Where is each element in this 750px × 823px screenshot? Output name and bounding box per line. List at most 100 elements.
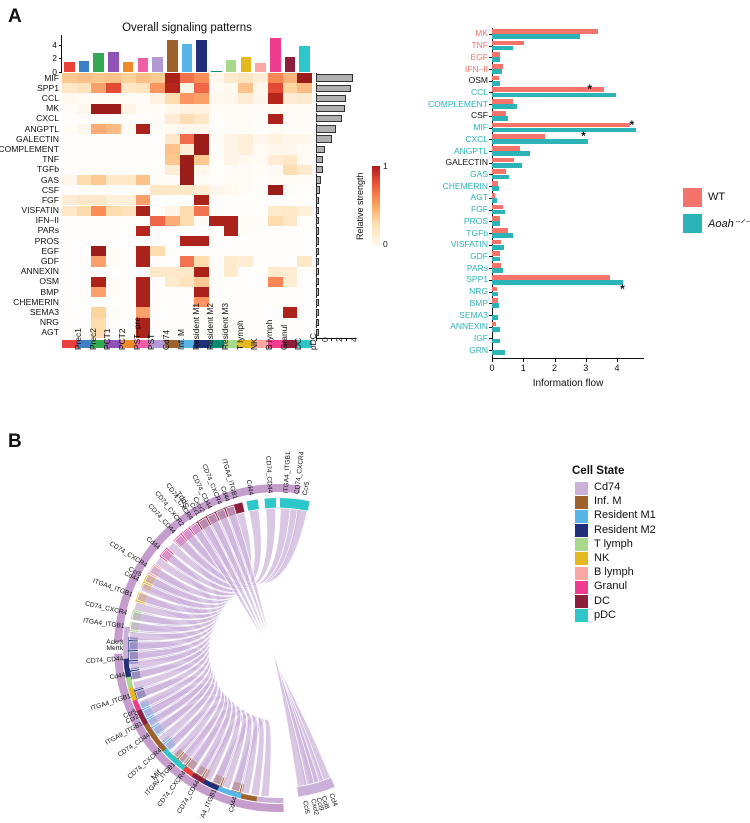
heatmap-row — [62, 83, 313, 94]
heatmap-cell — [297, 246, 313, 257]
column-color-swatch — [91, 340, 107, 348]
information-flow-ytick — [489, 338, 492, 340]
heatmap-cell — [194, 276, 210, 288]
heatmap-cell — [297, 144, 313, 155]
column-color-swatch — [150, 340, 166, 348]
heatmap-cell — [179, 236, 195, 247]
heatmap-cell — [150, 144, 166, 155]
chord-source-stripe — [217, 786, 242, 799]
heatmap-cell — [179, 225, 195, 237]
heatmap-cell — [223, 236, 239, 247]
wt-bar — [492, 28, 599, 34]
chord-source-stripe — [191, 772, 206, 784]
heatmap-cell — [179, 276, 195, 288]
heatmap-cell — [282, 225, 298, 237]
heatmap-cell — [253, 195, 269, 206]
heatmap-cell — [267, 246, 283, 257]
wt-bar — [492, 239, 502, 245]
aoah-ko-bar — [492, 186, 499, 191]
heatmap-cell — [91, 113, 107, 124]
heatmap-cell — [91, 205, 107, 216]
heatmap-cell — [238, 205, 254, 216]
heatmap-cell — [164, 164, 181, 175]
chord-source-stripe — [202, 779, 220, 791]
heatmap-cell — [223, 297, 239, 308]
heatmap-cell — [194, 266, 210, 277]
cell-state-label: Inf. M — [594, 495, 622, 508]
heatmap-cell — [106, 164, 122, 175]
heatmap-cell — [238, 327, 254, 338]
aoah-ko-bar — [492, 116, 508, 121]
information-flow-row — [492, 216, 642, 227]
heatmap-cell — [179, 154, 195, 165]
cell-state-legend-row: Resident M1 — [572, 509, 742, 523]
top-axis-tick — [59, 44, 62, 46]
relative-strength-legend: 1 0 Relative strength — [355, 160, 395, 260]
heatmap-cell — [120, 276, 136, 288]
heatmap-cell — [209, 93, 225, 104]
heatmap-cell — [267, 185, 283, 196]
column-label: Inf. M — [175, 329, 186, 350]
heatmap-cell — [282, 103, 298, 114]
heatmap-cell — [76, 154, 92, 165]
heatmap-cell — [282, 174, 298, 186]
column-label: PCT2 — [116, 328, 127, 350]
wt-bar — [492, 204, 503, 210]
information-flow-row — [492, 157, 642, 169]
heatmap-cell — [223, 103, 239, 114]
heatmap-cell — [253, 215, 269, 226]
heatmap-cell — [76, 103, 92, 114]
column-color-swatch — [238, 340, 254, 348]
heatmap-cell — [194, 164, 210, 175]
relative-strength-bar — [316, 257, 319, 266]
chord-ribbon — [225, 505, 308, 788]
aoah-ko-bar — [492, 280, 624, 285]
heatmap-cell — [179, 195, 195, 206]
heatmap-cell — [223, 83, 239, 94]
heatmap-cell — [209, 246, 225, 257]
heatmap-row — [62, 123, 313, 135]
heatmap-cell — [91, 83, 107, 94]
heatmap-cell — [253, 154, 269, 165]
heatmap-cell — [106, 287, 122, 298]
heatmap-cell — [297, 164, 313, 175]
cell-state-legend-row: NK — [572, 552, 742, 566]
heatmap-cell — [209, 185, 225, 196]
information-flow-row — [492, 52, 642, 63]
flow-legend-swatch — [683, 188, 702, 207]
heatmap-cell — [135, 185, 151, 196]
heatmap-cell — [179, 256, 195, 267]
heatmap-row-label: ANGPTL — [24, 123, 59, 134]
heatmap-cell — [194, 246, 210, 257]
heatmap-row — [62, 195, 313, 206]
heatmap-cell — [297, 103, 313, 114]
right-axis-tick-label: 4 — [349, 337, 360, 342]
heatmap-row — [62, 297, 313, 308]
heatmap-cell — [91, 73, 107, 84]
column-label: Cd74 — [161, 329, 172, 350]
heatmap-cell — [164, 225, 181, 237]
wt-bar — [492, 181, 498, 186]
heatmap-cell — [297, 73, 313, 84]
heatmap-cell — [164, 205, 181, 216]
heatmap-row — [62, 317, 313, 328]
information-flow-ytick — [489, 233, 492, 234]
heatmap-cell — [282, 185, 298, 196]
heatmap-cell — [253, 317, 269, 328]
heatmap-top-barchart — [62, 37, 312, 72]
heatmap-cell — [135, 225, 151, 237]
information-flow-row — [492, 134, 642, 145]
aoah-ko-bar — [492, 151, 530, 156]
chord-outer-label: Ccr5 — [302, 481, 311, 496]
information-flow-label: PROS — [463, 215, 488, 226]
heatmap-cell — [238, 113, 254, 124]
heatmap-cell — [267, 287, 283, 298]
aoah-ko-bar — [492, 139, 588, 145]
cell-state-label: Cd74 — [594, 481, 621, 493]
aoah-ko-bar — [492, 244, 504, 250]
heatmap-cell — [194, 73, 210, 84]
information-flow-row — [492, 145, 642, 157]
heatmap-cell — [238, 266, 254, 277]
chord-sector — [279, 498, 292, 509]
heatmap-cell — [282, 327, 298, 338]
